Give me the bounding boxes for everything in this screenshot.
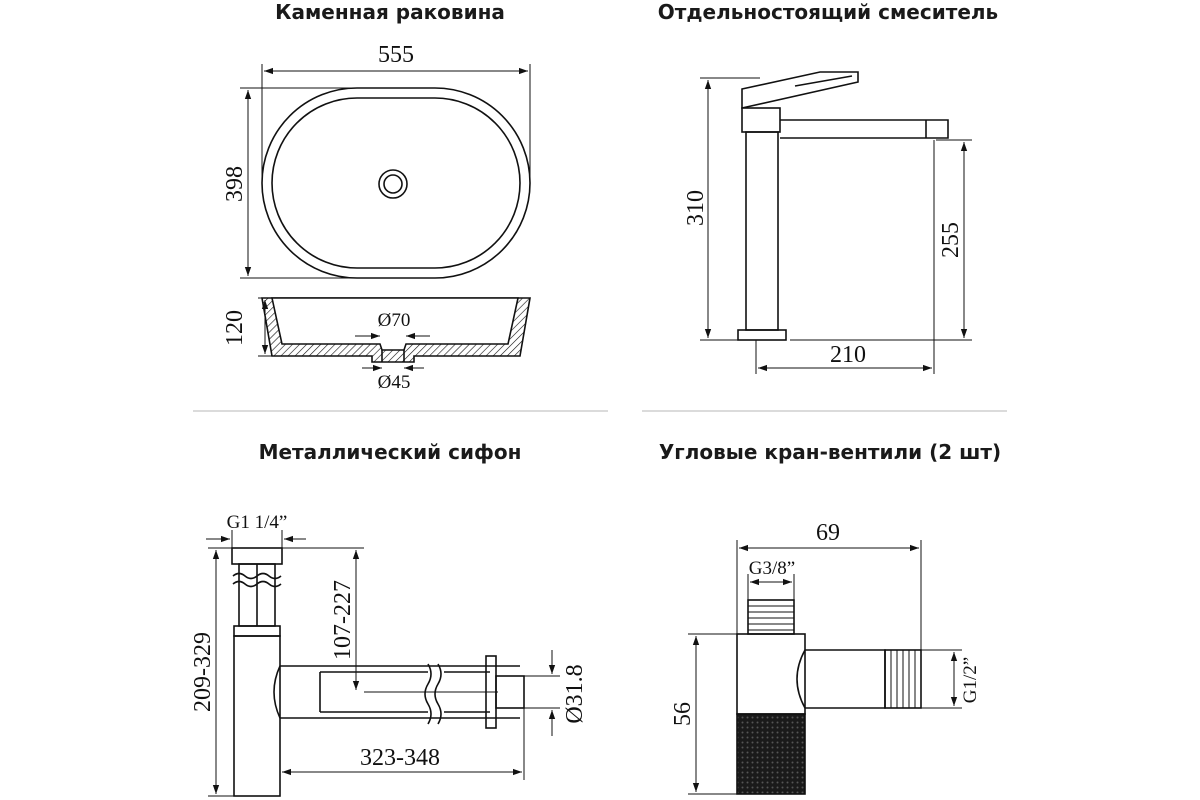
faucet-body [737,71,949,341]
faucet-drawing: 310 255 210 [683,71,972,374]
sink-depth-label: 398 [222,166,248,202]
faucet-reach-label: 210 [830,342,866,368]
drain-icon [378,169,408,199]
valve-title: Угловые кран-вентили (2 шт) [658,440,1002,464]
knurled-handle-icon [736,713,806,795]
sink-height-label: 120 [222,310,248,346]
faucet-title: Отдельностоящий смеситель [657,0,999,24]
sink-side-view [261,297,531,363]
sink-outlet-top-label: Ø70 [378,310,411,331]
faucet-spout-height-label: 255 [938,222,964,258]
valve-height-label: 56 [670,702,696,726]
faucet-height-label: 310 [683,190,709,226]
siphon-adjust-label: 107-227 [330,580,356,660]
siphon-length-label: 323-348 [360,745,440,771]
valve-drawing: 69 G3/8” 56 G1/2” [670,520,981,795]
sink-drawing: 555 398 120 Ø70 Ø45 [222,42,531,393]
valve-thread-top-label: G3/8” [749,558,795,579]
valve-thread-side-label: G1/2” [960,657,981,703]
sink-title: Каменная раковина [275,0,505,24]
sink-top-view [261,87,531,279]
sink-width-label: 555 [378,42,414,68]
siphon-diameter-label: Ø31.8 [562,664,588,723]
siphon-thread-label: G1 1/4” [227,512,288,533]
siphon-height-label: 209-329 [190,632,216,712]
siphon-title: Металлический сифон [258,440,522,464]
siphon-body [231,547,525,797]
siphon-drawing: G1 1/4” 209-329 107-227 323-348 Ø31.8 [190,512,588,797]
valve-length-label: 69 [816,520,840,546]
valve-body [736,599,922,795]
sink-outlet-bottom-label: Ø45 [378,372,411,393]
